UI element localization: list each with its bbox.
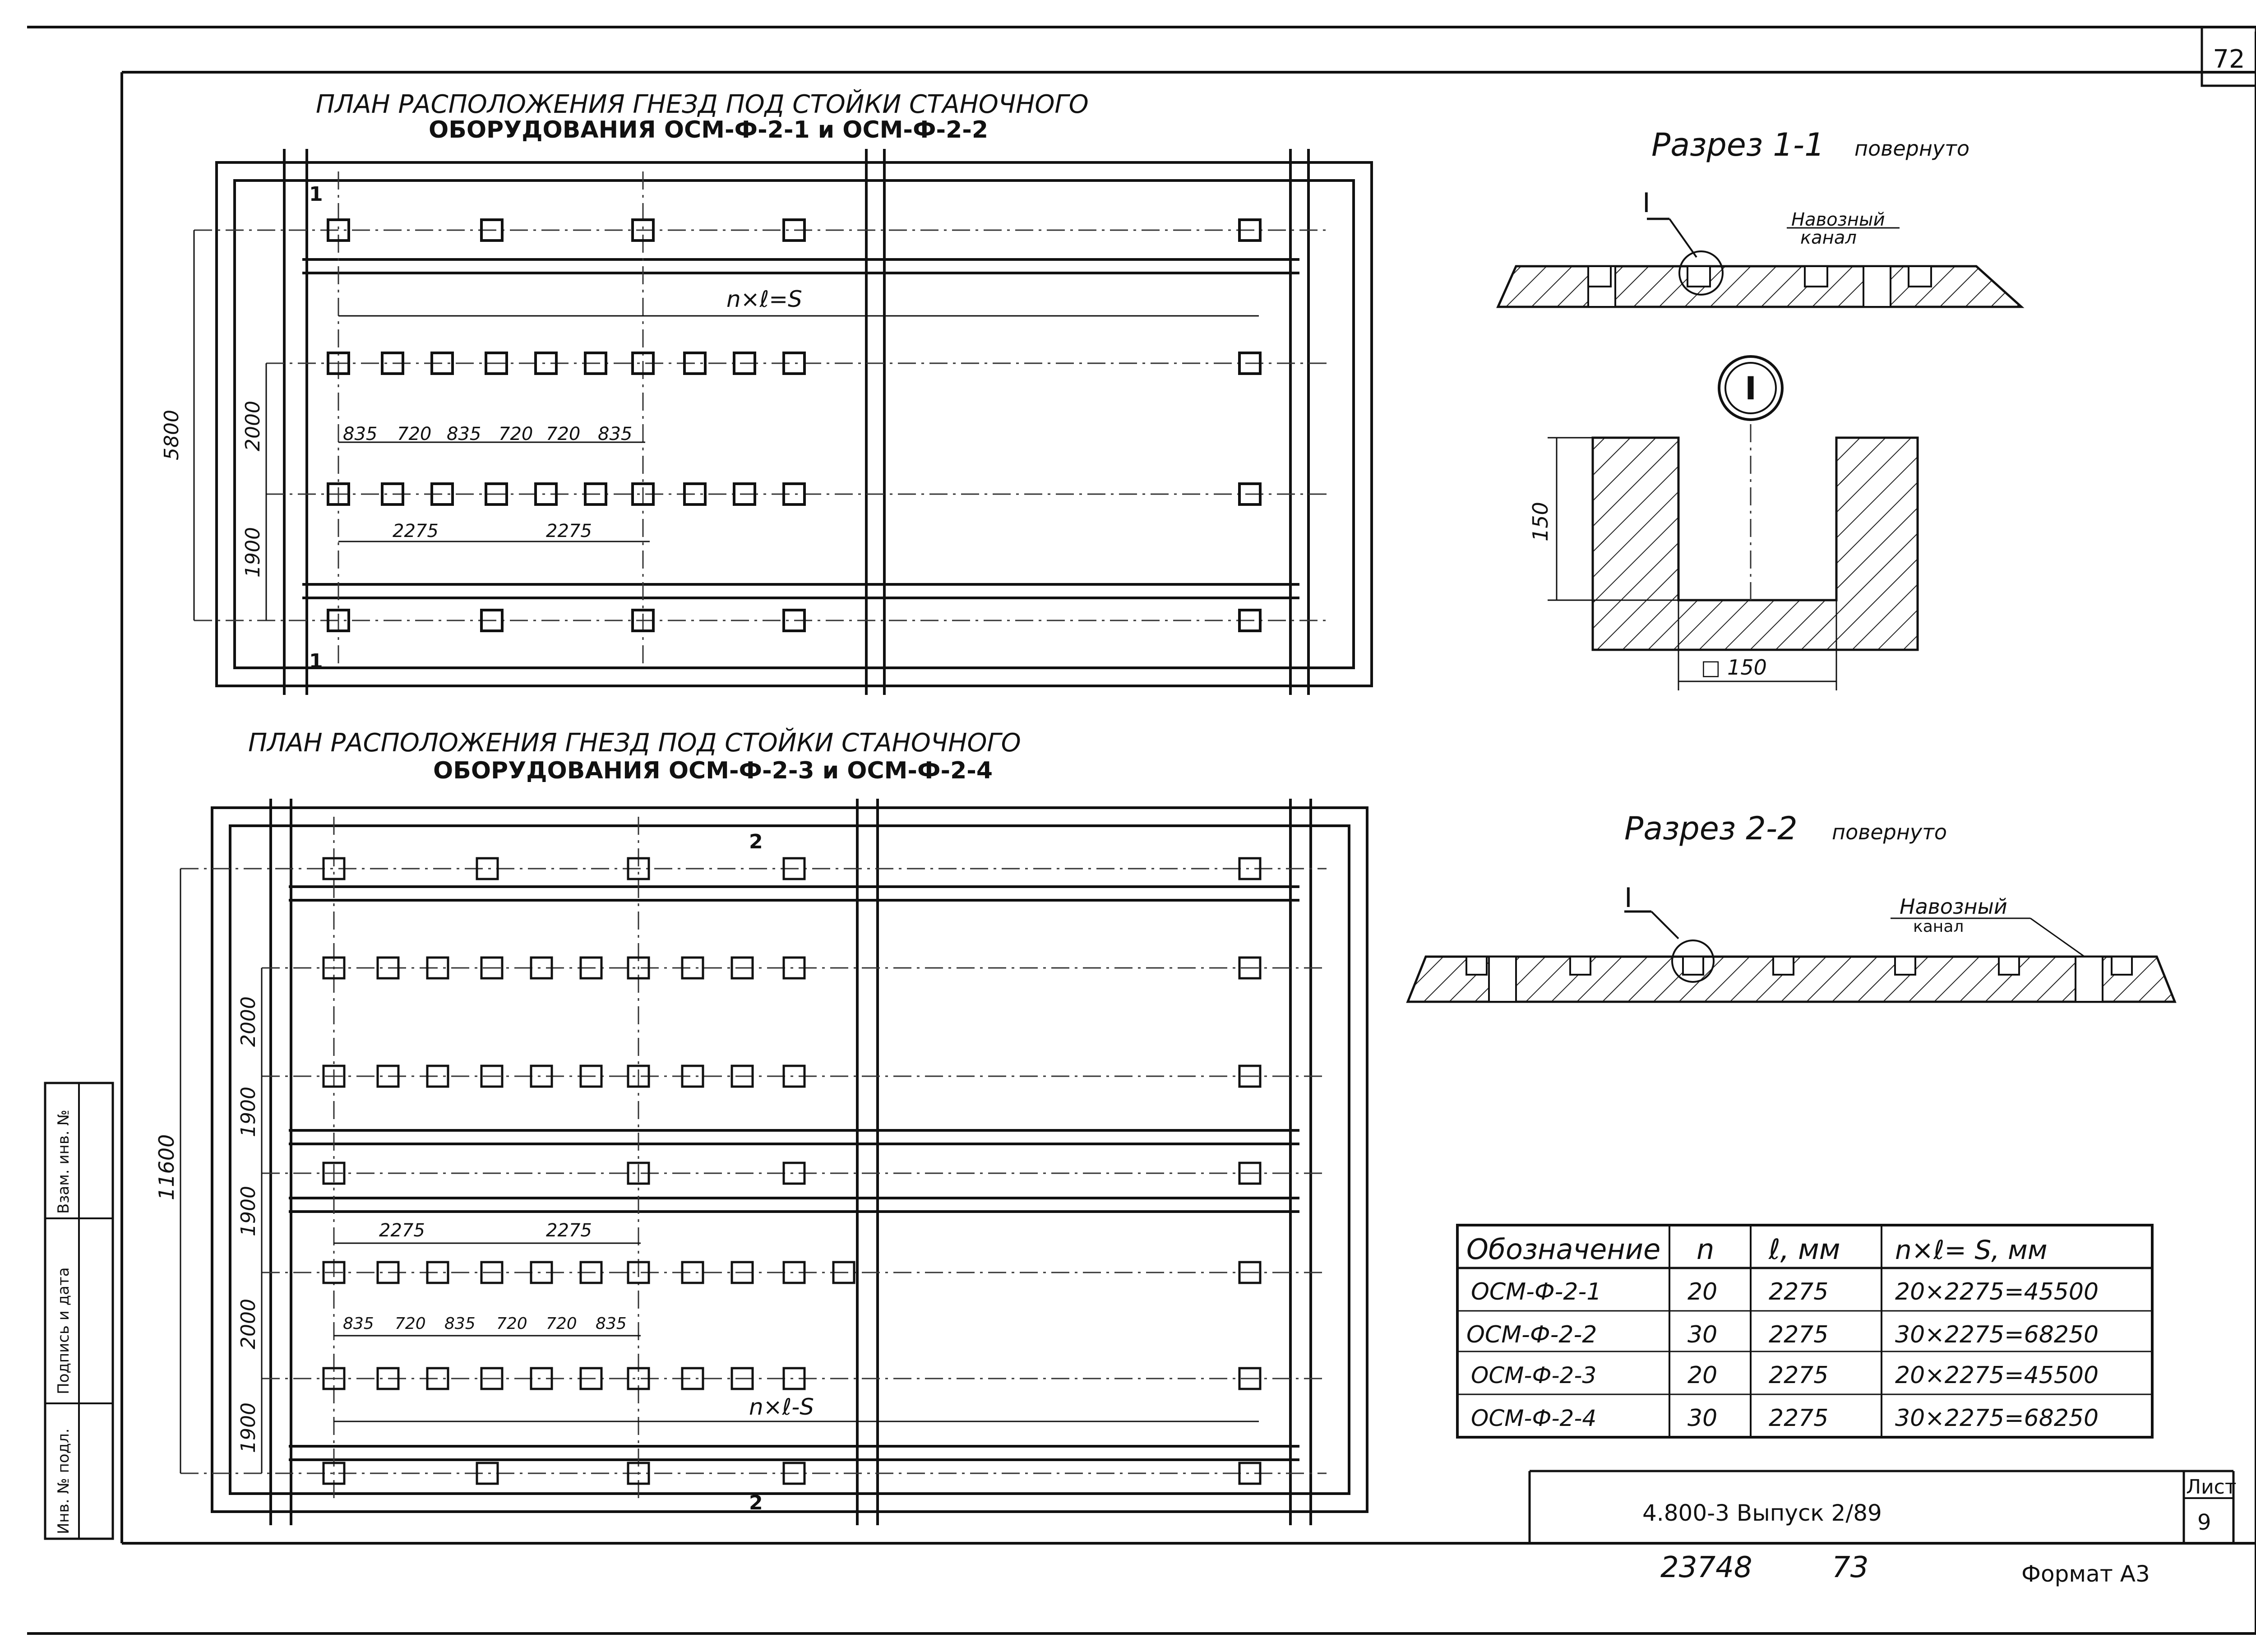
plan2-outline (211, 799, 1368, 1525)
plan1-spacing-1: 835 (343, 424, 377, 444)
plan2-spacing-4: 720 (496, 1314, 527, 1333)
plan1-centerlines (194, 171, 1327, 668)
plan1-title: ПЛАН РАСПОЛОЖЕНИЯ ГНЕЗД ПОД СТОЙКИ СТАНО… (316, 90, 1089, 143)
section1-title: Разрез 1-1 (1651, 126, 1825, 163)
plan1-cut-bottom: 1 (309, 650, 323, 673)
corner-number-box: 72 (2201, 26, 2256, 87)
detail-depth: 150 (1528, 502, 1553, 541)
table-row1-s: 20×2275=45500 (1895, 1278, 2099, 1305)
plan1-dim-labels: 5800 2000 1900 n×ℓ=S 835 720 835 720 720… (160, 183, 802, 673)
table-row3-l: 2275 (1769, 1362, 1828, 1389)
plan1-title-line1: ПЛАН РАСПОЛОЖЕНИЯ ГНЕЗД ПОД СТОЙКИ СТАНО… (316, 90, 1089, 119)
detail-label-I: I (1745, 370, 1757, 407)
section2-canal-b: канал (1913, 917, 1964, 936)
table-row4-s: 30×2275=68250 (1895, 1405, 2099, 1432)
title-block: 4.800-3 Выпуск 2/89 Лист 9 23748 73 Форм… (1528, 1470, 2237, 1587)
title-sheet-no: 9 (2197, 1510, 2211, 1535)
plan1-spacing-2: 720 (397, 424, 431, 444)
plan1-spacing-4: 720 (499, 424, 533, 444)
corner-number: 72 (2213, 45, 2245, 74)
plan2-cut-bottom: 2 (749, 1491, 763, 1514)
section2: Разрез 2-2 повернуто I Навозный канал (1406, 810, 2177, 1003)
table-row4-designation: ОСМ-Ф-2-4 (1471, 1405, 1596, 1431)
table-row3-designation: ОСМ-Ф-2-3 (1471, 1362, 1596, 1388)
stamp-inv-label: Инв. № подл. (55, 1428, 73, 1534)
plan2-dim-e: 1900 (237, 1402, 260, 1453)
section1-canal-b: канал (1800, 227, 1857, 248)
table-header-designation: Обозначение (1466, 1233, 1660, 1266)
plan2-dim-d: 2000 (237, 1299, 260, 1349)
table-row2-s: 30×2275=68250 (1895, 1321, 2099, 1348)
plan1-spacing-5: 720 (546, 424, 580, 444)
section2-label-I: I (1624, 882, 1632, 914)
detail-width: □ 150 (1701, 655, 1767, 680)
plan2-spacing-1: 835 (343, 1314, 374, 1333)
plan1-dim-a: 2000 (241, 401, 264, 451)
plan2-spacing-2: 720 (395, 1314, 426, 1333)
stamp-sign-label: Подпись и дата (55, 1267, 73, 1394)
table-row1-l: 2275 (1769, 1278, 1828, 1305)
table-header-n: n (1697, 1233, 1714, 1266)
plan1-dim-total: 5800 (160, 410, 183, 460)
plan1-dimensions (193, 230, 1259, 620)
section1-canal-a: Навозный (1791, 209, 1885, 230)
plan1-outline (215, 149, 1373, 695)
plan2-pitch-1: 2275 (379, 1220, 425, 1241)
title-inv: 23748 (1660, 1551, 1752, 1584)
plan2-spacing-3: 835 (444, 1314, 476, 1333)
title-sheet-label: Лист (2186, 1476, 2237, 1499)
spec-table: Обозначение n ℓ, мм n×ℓ= S, мм ОСМ-Ф-2-1… (1456, 1224, 2154, 1439)
title-num: 73 (1832, 1551, 1868, 1584)
plan2-formula: n×ℓ-S (749, 1394, 814, 1420)
section1-label-I: I (1642, 187, 1650, 219)
sheet-frame (27, 26, 2256, 1635)
plan2-pitch-2: 2275 (546, 1220, 592, 1241)
plan1-spacing-3: 835 (447, 424, 481, 444)
table-row2-n: 30 (1687, 1321, 1717, 1348)
plan2-dimensions (180, 869, 1259, 1473)
table-header-s: n×ℓ= S, мм (1895, 1235, 2048, 1265)
table-row2-designation: ОСМ-Ф-2-2 (1466, 1321, 1597, 1348)
plan2-dim-labels: 11600 2000 1900 1900 2000 1900 2275 2275… (154, 830, 814, 1514)
table-row1-designation: ОСМ-Ф-2-1 (1471, 1278, 1601, 1305)
table-row4-n: 30 (1687, 1405, 1717, 1432)
plan1-formula: n×ℓ=S (726, 286, 802, 312)
plan2-title: ПЛАН РАСПОЛОЖЕНИЯ ГНЕЗД ПОД СТОЙКИ СТАНО… (248, 728, 1021, 784)
plan2-title-line1: ПЛАН РАСПОЛОЖЕНИЯ ГНЕЗД ПОД СТОЙКИ СТАНО… (248, 728, 1021, 758)
title-format: Формат А3 (2021, 1561, 2150, 1587)
plan1-title-line2: ОБОРУДОВАНИЯ ОСМ-Ф-2-1 и ОСМ-Ф-2-2 (429, 116, 988, 143)
plan1-pitch-1: 2275 (393, 521, 439, 541)
plan2-dim-b: 1900 (237, 1087, 260, 1137)
table-row3-n: 20 (1687, 1362, 1717, 1389)
plan2-title-line2: ОБОРУДОВАНИЯ ОСМ-Ф-2-3 и ОСМ-Ф-2-4 (433, 757, 993, 784)
side-stamp: Инв. № подл. Подпись и дата Взам. инв. № (44, 1082, 114, 1540)
plan1-sockets (327, 218, 1262, 632)
plan2-dim-c: 1900 (237, 1186, 260, 1236)
section2-canal-a: Навозный (1900, 894, 2007, 919)
plan2-dim-a: 2000 (237, 996, 260, 1047)
table-row1-n: 20 (1687, 1278, 1717, 1305)
plan2-dim-total: 11600 (154, 1134, 179, 1200)
table-row3-s: 20×2275=45500 (1895, 1362, 2099, 1389)
plan2-centerlines (180, 817, 1327, 1498)
plan1-cut-top: 1 (309, 183, 323, 206)
section1-note: повернуто (1854, 136, 1969, 161)
table-row4-l: 2275 (1769, 1405, 1828, 1432)
section1: Разрез 1-1 повернуто I Навозный канал (1496, 126, 2025, 308)
table-row2-l: 2275 (1769, 1321, 1828, 1348)
plan1-pitch-2: 2275 (546, 521, 592, 541)
title-doc: 4.800-3 Выпуск 2/89 (1642, 1500, 1882, 1526)
plan1-dim-b: 1900 (241, 527, 264, 578)
plan2-spacing-6: 835 (596, 1314, 627, 1333)
section2-title: Разрез 2-2 (1624, 810, 1798, 847)
plan2-sockets (322, 857, 1262, 1485)
section2-note: повернуто (1832, 820, 1947, 844)
stamp-replace-label: Взам. инв. № (55, 1110, 73, 1214)
detail-I: I 150 □ 150 (1528, 355, 1919, 690)
plan2-spacing-5: 720 (546, 1314, 577, 1333)
plan2-cut-top: 2 (749, 830, 763, 853)
plan1-spacing-6: 835 (598, 424, 632, 444)
table-header-l: ℓ, мм (1768, 1233, 1840, 1266)
